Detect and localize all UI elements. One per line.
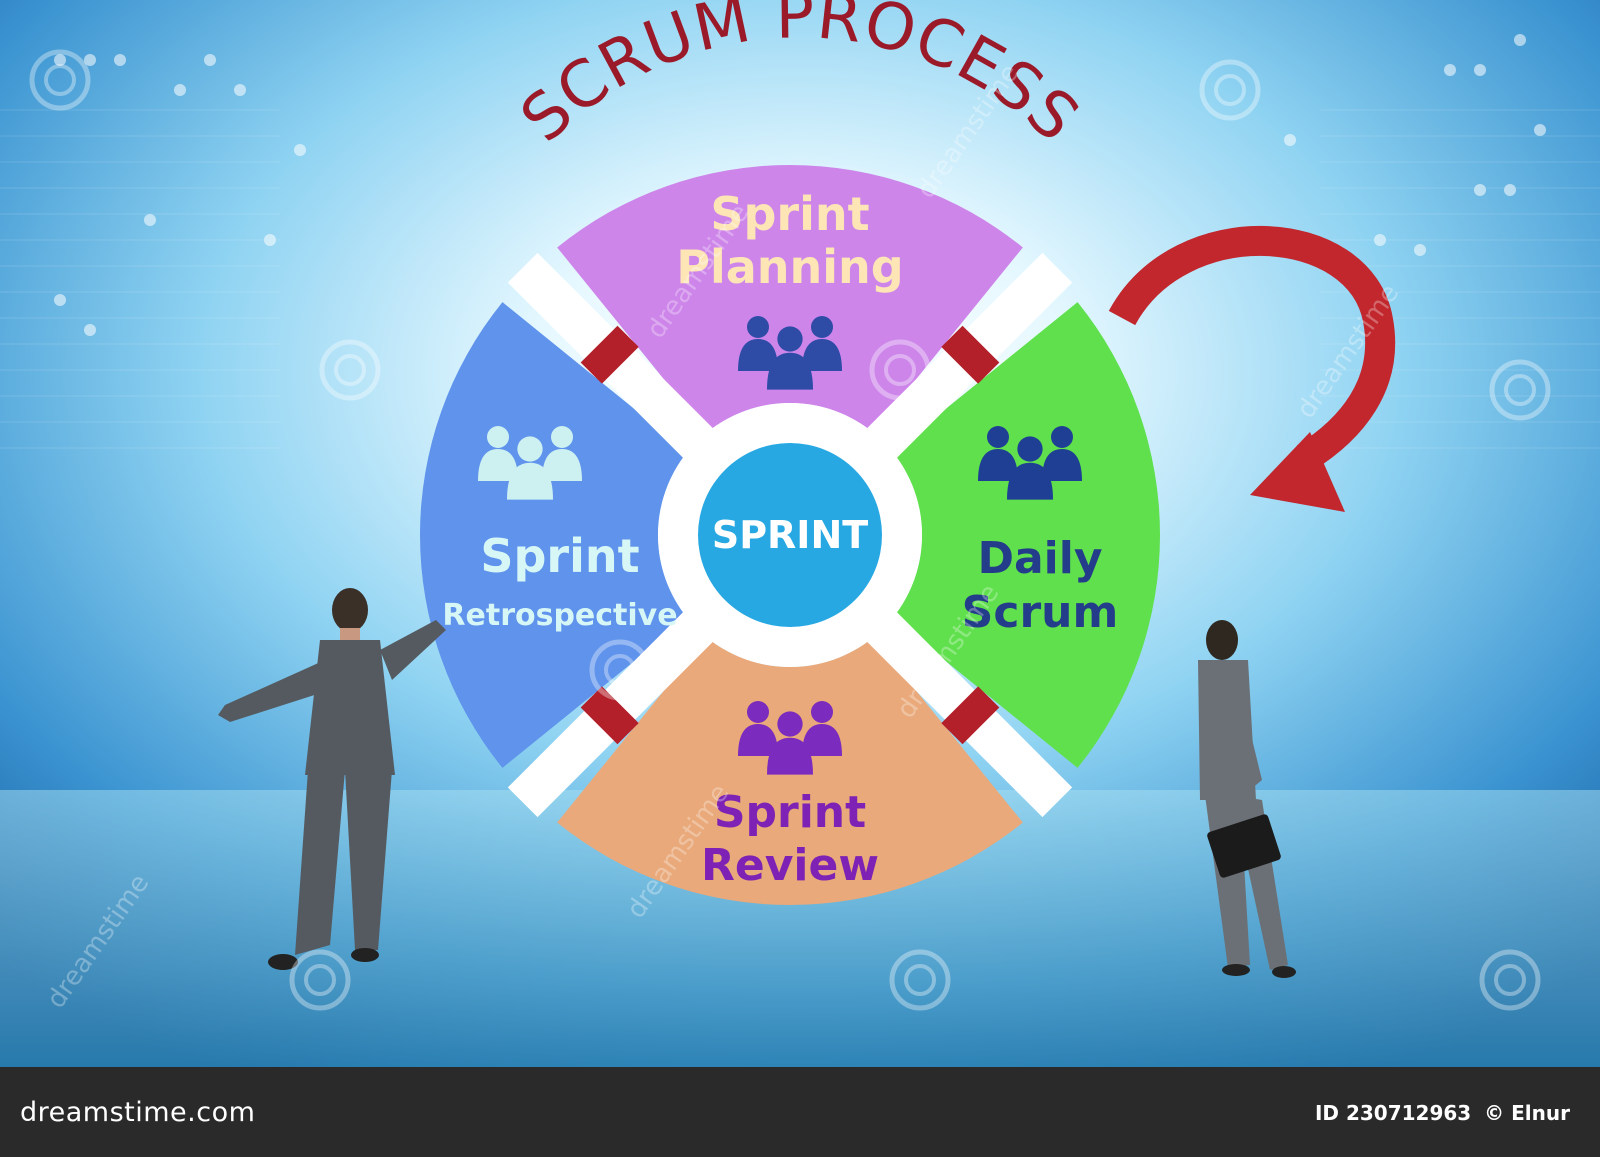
review-label-line2: Review [701,840,879,891]
segment-daily [892,302,1160,768]
review-label-line1: Sprint [714,787,866,838]
scrum-illustration: SCRUM PROCESS SPRINTSprintPlanningDailyS… [0,0,1600,1067]
planning-label-line1: Sprint [710,187,869,241]
cycle-arrow-head [1250,432,1345,512]
connector [941,686,1000,745]
center-label: SPRINT [712,513,868,557]
retrospective-label-line1: Sprint [480,529,639,583]
scrum-wheel: SPRINTSprintPlanningDailyScrumSprintRevi… [420,165,1160,906]
connector [580,686,639,745]
daily-label-line1: Daily [977,533,1102,584]
segment-retrospective [420,302,688,768]
footer-credit: ID 230712963 © Elnur [1309,1101,1570,1125]
copyright: © Elnur [1484,1101,1570,1125]
businessman-left [218,588,446,970]
connector [580,325,639,384]
footer-bar: dreamstime.com ID 230712963 © Elnur [0,1067,1600,1157]
footer-logo[interactable]: dreamstime.com [20,1097,256,1128]
retrospective-label-line2: Retrospective [442,598,677,633]
team-icon [978,426,1082,500]
segment-planning [557,165,1023,433]
data-grid-decoration [0,34,1600,449]
connector [941,325,1000,384]
businessman-right [1198,620,1296,978]
cycle-arrow [1108,225,1396,471]
planning-label-line2: Planning [676,240,903,294]
team-icon [738,316,842,390]
center-circle [698,443,882,627]
image-id: ID 230712963 [1314,1101,1472,1125]
team-icon [738,701,842,775]
team-icon [478,426,582,500]
daily-label-line2: Scrum [962,587,1119,638]
